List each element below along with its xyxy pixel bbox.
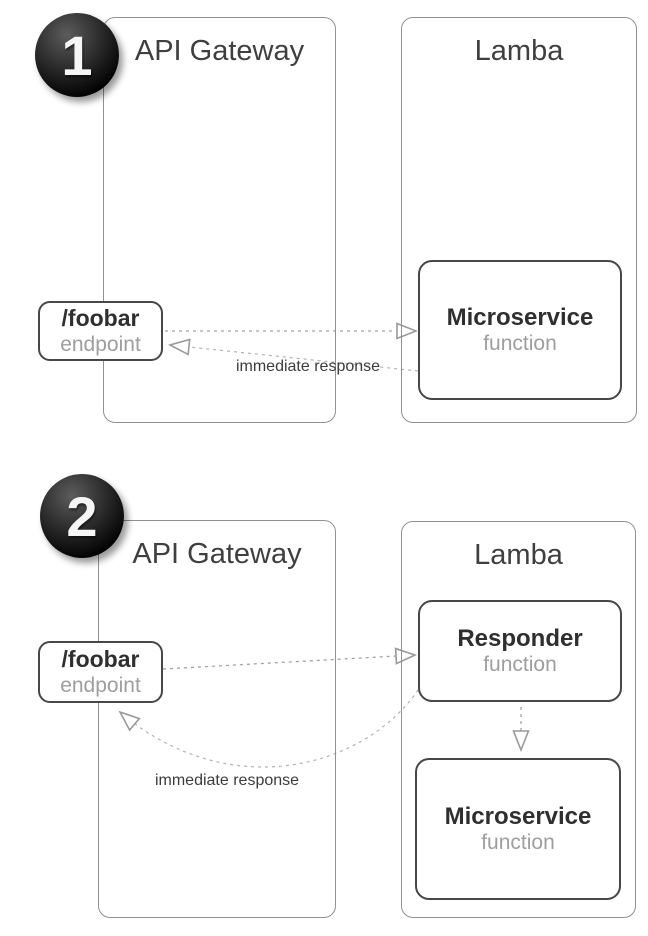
responder-function-node: Responder function: [418, 600, 622, 702]
immediate-response-label-2: immediate response: [154, 772, 300, 789]
api-gateway-title-1: API Gateway: [134, 35, 305, 67]
api-gateway-box-1: API Gateway: [103, 17, 336, 423]
microservice-function-node-1: Microservice function: [418, 260, 622, 400]
immediate-response-label-1: immediate response: [235, 358, 381, 375]
api-gateway-box-2: API Gateway: [98, 520, 336, 918]
microservice-sub-2: function: [481, 831, 555, 855]
microservice-name-1: Microservice: [446, 303, 594, 331]
foobar-endpoint-node-2: /foobar endpoint: [38, 641, 163, 703]
step-badge-1: 1: [35, 13, 119, 97]
endpoint-name-1: /foobar: [61, 305, 140, 332]
lambda-box-2: Lamba: [401, 521, 636, 918]
endpoint-sub-2: endpoint: [60, 673, 141, 697]
microservice-name-2: Microservice: [444, 802, 592, 830]
api-gateway-title-2: API Gateway: [132, 538, 302, 570]
microservice-function-node-2: Microservice function: [415, 758, 621, 900]
endpoint-sub-1: endpoint: [60, 332, 141, 356]
foobar-endpoint-node-1: /foobar endpoint: [38, 301, 163, 361]
lambda-box-1: Lamba: [401, 17, 637, 423]
step-badge-2: 2: [40, 474, 124, 558]
step-number-1: 1: [61, 23, 93, 87]
responder-name: Responder: [457, 624, 583, 652]
responder-sub: function: [483, 653, 557, 677]
lambda-title-2: Lamba: [474, 539, 563, 571]
endpoint-name-2: /foobar: [61, 646, 140, 673]
step-number-2: 2: [66, 484, 98, 548]
lambda-title-1: Lamba: [474, 35, 564, 67]
microservice-sub-1: function: [483, 332, 557, 356]
